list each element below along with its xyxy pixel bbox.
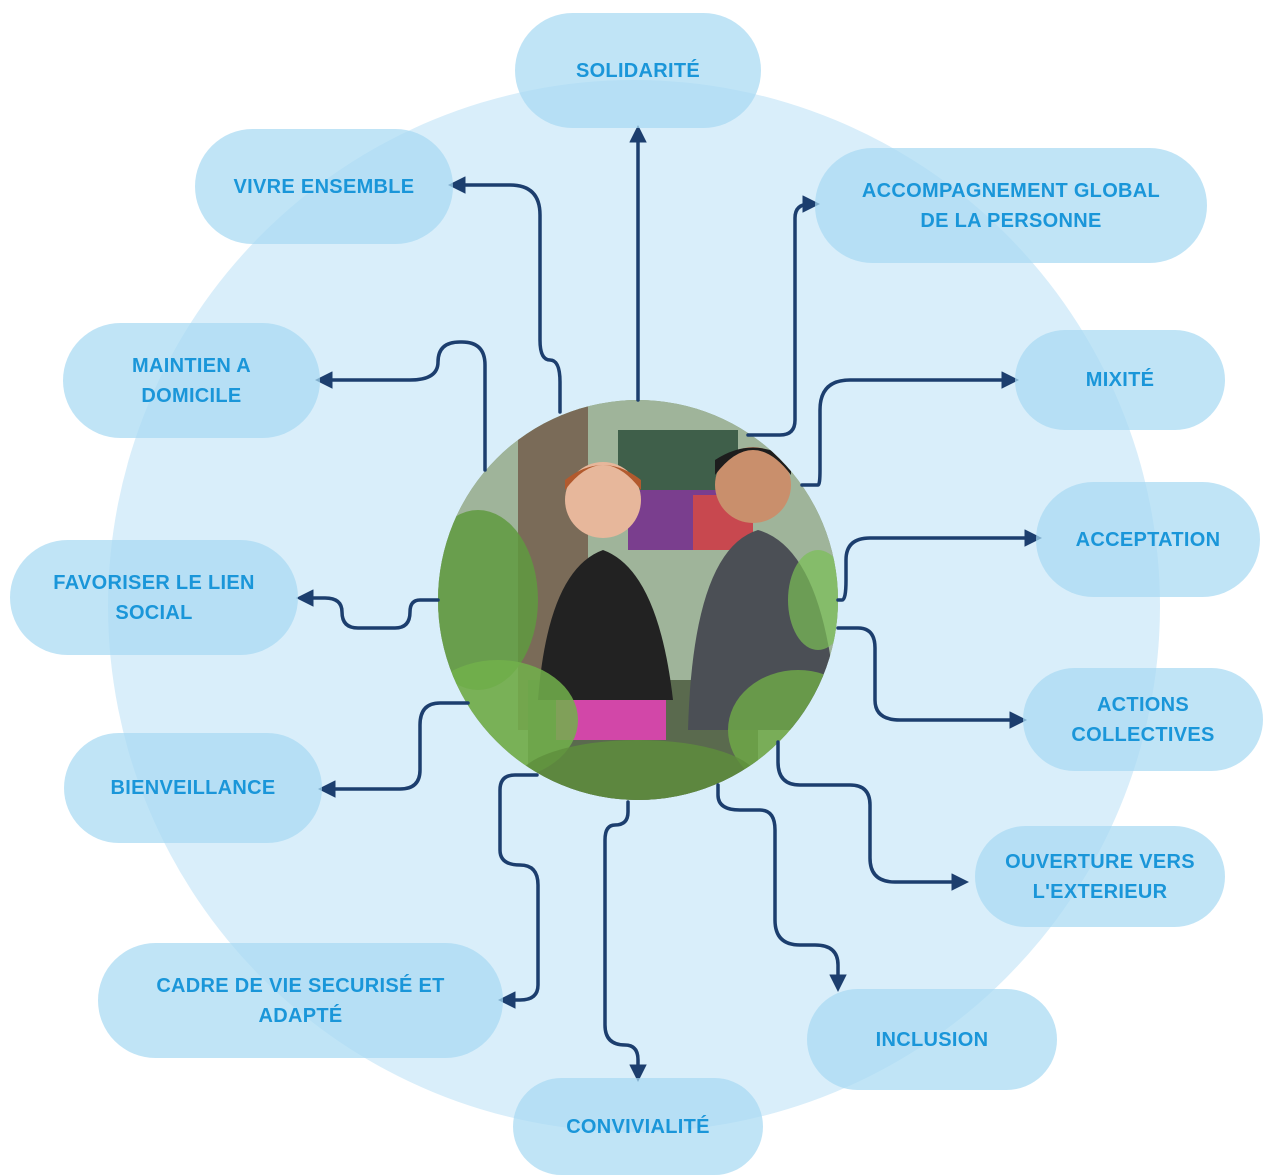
node-mixite-label: MIXITÉ [1085, 369, 1155, 391]
connector-bienveillance [318, 701, 470, 798]
node-accompagnement-label: ACCOMPAGNEMENT GLOBAL DE LA PERSONNE [861, 179, 1161, 232]
node-inclusion-label: INCLUSION [875, 1028, 989, 1051]
node-inclusion: INCLUSION [807, 989, 1057, 1090]
node-ouverture: OUVERTURE VERS L'EXTERIEUR [975, 826, 1225, 927]
connector-accompagnement [746, 195, 820, 437]
connector-favoriser [296, 589, 440, 630]
node-maintien-label: MAINTIEN A DOMICILE [132, 354, 251, 407]
node-actions: ACTIONS COLLECTIVES [1023, 668, 1263, 771]
connector-mixite [800, 371, 1019, 487]
node-favoriser-label: FAVORISER LE LIEN SOCIAL [53, 571, 255, 624]
node-vivre-ensemble: VIVRE ENSEMBLE [195, 129, 453, 244]
connector-convivialite [603, 800, 647, 1082]
connector-actions [836, 626, 1027, 729]
node-ouverture-label: OUVERTURE VERS L'EXTERIEUR [1005, 850, 1195, 903]
connector-maintien [315, 340, 487, 472]
node-bienveillance-label: BIENVEILLANCE [110, 777, 276, 799]
node-maintien: MAINTIEN A DOMICILE [63, 323, 320, 438]
connector-cadre [498, 773, 540, 1009]
node-bienveillance: BIENVEILLANCE [64, 733, 322, 843]
node-mixite: MIXITÉ [1015, 330, 1225, 430]
connector-vivre-ensemble [448, 176, 562, 414]
node-cadre: CADRE DE VIE SECURISÉ ET ADAPTÉ [98, 943, 503, 1058]
node-favoriser: FAVORISER LE LIEN SOCIAL [10, 540, 298, 655]
node-convivialite: CONVIVIALITÉ [513, 1078, 763, 1175]
node-cadre-label: CADRE DE VIE SECURISÉ ET ADAPTÉ [156, 974, 445, 1027]
connector-acceptation [836, 529, 1042, 602]
node-acceptation: ACCEPTATION [1036, 482, 1260, 597]
node-solidarite-label: SOLIDARITÉ [575, 59, 701, 82]
node-accompagnement: ACCOMPAGNEMENT GLOBAL DE LA PERSONNE [815, 148, 1207, 263]
node-acceptation-label: ACCEPTATION [1075, 528, 1221, 551]
node-actions-label: ACTIONS COLLECTIVES [1071, 693, 1215, 746]
node-vivre-ensemble-label: VIVRE ENSEMBLE [233, 175, 415, 198]
node-convivialite-label: CONVIVIALITÉ [566, 1115, 710, 1138]
node-solidarite: SOLIDARITÉ [515, 13, 761, 128]
connector-ouverture [776, 740, 969, 891]
connector-inclusion [716, 783, 847, 992]
